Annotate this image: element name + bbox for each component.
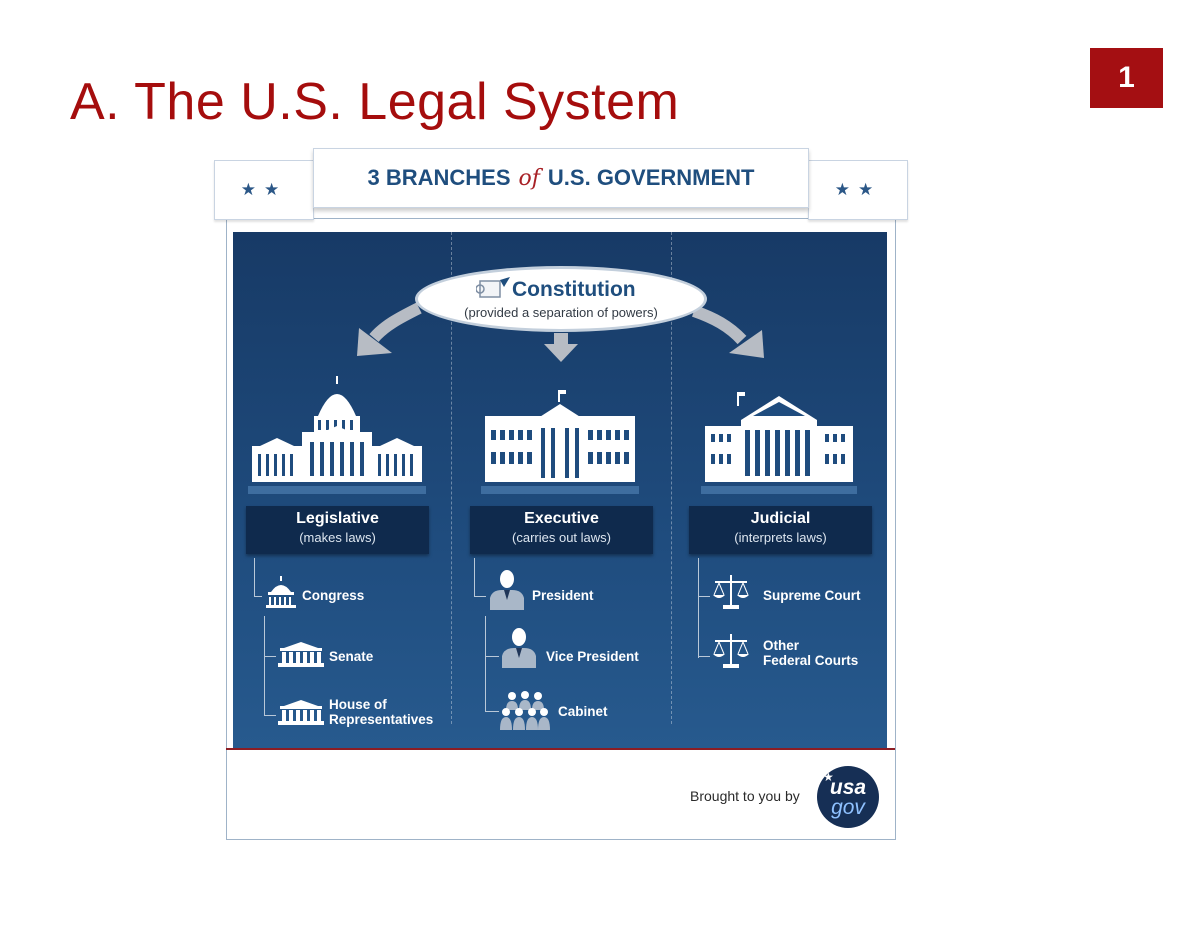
item-house-of-representatives: House of Representatives (329, 697, 434, 727)
dome-icon (266, 576, 296, 608)
ribbon-right-stars: ★★ (808, 160, 908, 220)
tree-line-vice (485, 616, 486, 712)
item-president: President (532, 588, 594, 603)
arrow-right-head (729, 330, 764, 358)
branch-legislative: Legislative (makes laws) (246, 506, 429, 554)
branches-infographic: ★★ ★★ 3 BRANCHES of U.S. GOVERNMENT Cons… (214, 148, 908, 840)
branch-judicial-name: Judicial (750, 510, 811, 527)
branch-judicial: Judicial (interprets laws) (689, 506, 872, 554)
tree-line-legislative (254, 558, 255, 596)
constitution-oval: Constitution (provided a separation of p… (415, 266, 707, 332)
column-divider-right (671, 232, 672, 724)
slide-title: A. The U.S. Legal System (70, 73, 680, 131)
item-vice-president: Vice President (546, 649, 639, 664)
person-icon (490, 570, 524, 610)
scroll-icon (476, 277, 510, 298)
item-congress: Congress (302, 588, 365, 603)
usagov-logo-top: usa (829, 776, 867, 799)
arrow-center-head (544, 344, 578, 362)
scales-icon (713, 575, 749, 609)
tree-branch-president (474, 596, 486, 597)
item-senate: Senate (329, 649, 374, 664)
usagov-logo-bottom: gov (831, 796, 865, 819)
tree-branch-federal-courts (698, 656, 710, 657)
item-cabinet: Cabinet (558, 704, 608, 719)
column-divider-left (451, 232, 452, 724)
branch-legislative-name: Legislative (296, 510, 379, 527)
tree-line-congress (264, 616, 265, 716)
tree-branch-congress (254, 596, 262, 597)
tree-branch-house (264, 715, 276, 716)
tree-branch-vice-president (485, 656, 499, 657)
item-supreme-court: Supreme Court (763, 588, 861, 603)
footer-divider (226, 748, 895, 750)
page-number-badge: 1 (1090, 48, 1163, 108)
capitol-icon (248, 376, 426, 494)
distribution-arrows (357, 302, 764, 362)
footer-credit: Brought to you by (690, 788, 800, 804)
branch-legislative-role: (makes laws) (299, 530, 376, 545)
tree-branch-cabinet (485, 711, 499, 712)
tree-branch-senate (264, 656, 276, 657)
scales-icon (713, 634, 749, 668)
supreme-court-icon (701, 392, 857, 494)
tree-branch-supreme-court (698, 596, 710, 597)
item-other-federal-courts: Other Federal Courts (763, 638, 859, 668)
banner-title: 3 BRANCHES of U.S. GOVERNMENT (313, 148, 809, 208)
arrow-center-shaft (554, 333, 568, 345)
column-building-icon (278, 642, 324, 667)
white-house-icon (481, 390, 639, 494)
banner-title-part1: 3 BRANCHES (367, 165, 511, 190)
arrow-right-shaft (691, 305, 747, 345)
group-icon (500, 691, 550, 730)
branch-executive-role: (carries out laws) (512, 530, 611, 545)
constitution-subtitle: (provided a separation of powers) (464, 305, 658, 320)
branch-executive: Executive (carries out laws) (470, 506, 653, 554)
usagov-logo: ★ usa gov (817, 766, 879, 828)
person-icon (502, 628, 536, 668)
banner-title-of: of (518, 165, 540, 191)
arrow-left-head (357, 328, 392, 356)
tree-line-judicial (698, 558, 699, 658)
constitution-title: Constitution (512, 278, 636, 301)
tree-line-executive (474, 558, 475, 596)
branch-judicial-role: (interprets laws) (734, 530, 827, 545)
branch-executive-name: Executive (524, 510, 599, 527)
column-building-icon (278, 700, 324, 725)
banner-title-part2: U.S. GOVERNMENT (547, 165, 755, 190)
star-icon: ★ (823, 770, 834, 784)
arrow-left-shaft (369, 302, 422, 343)
